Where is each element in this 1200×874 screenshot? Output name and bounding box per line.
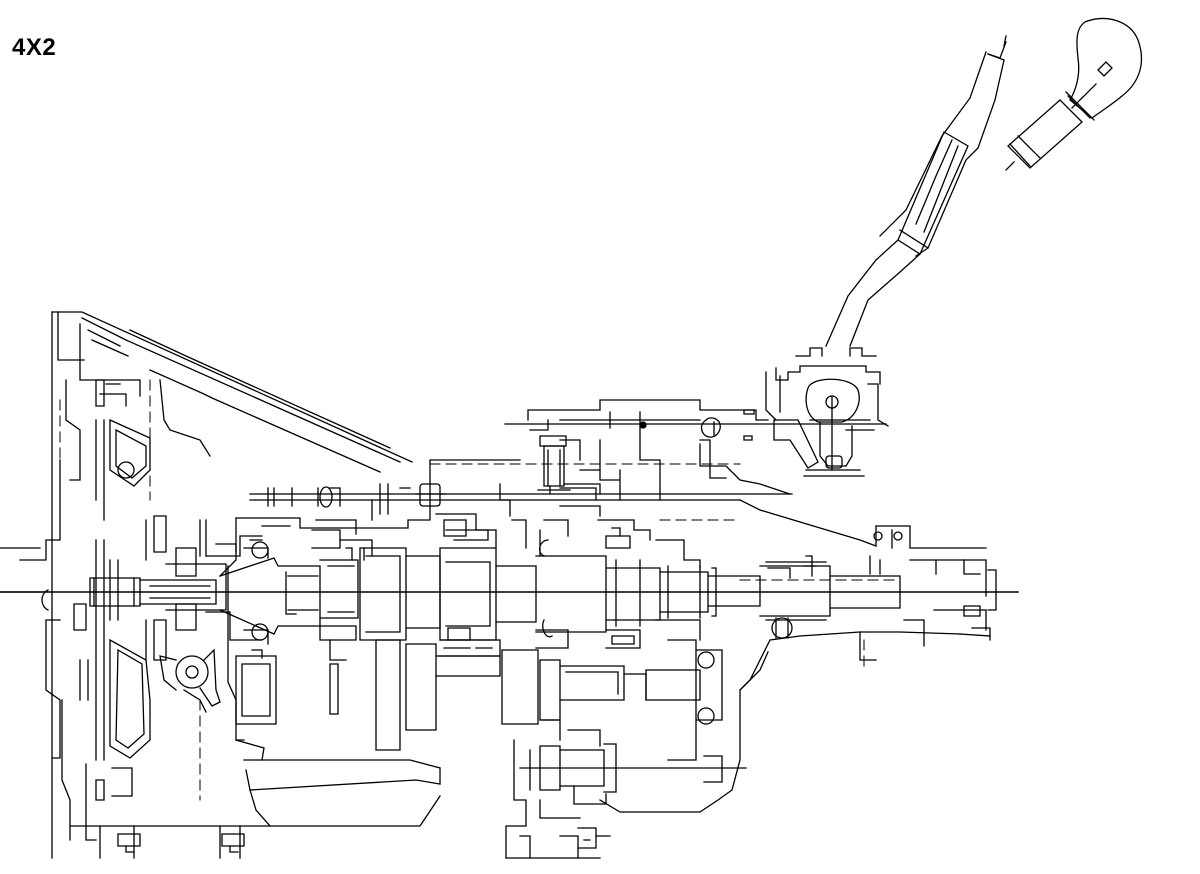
shift-knob — [1006, 19, 1141, 170]
countershaft — [236, 640, 722, 782]
misc-details — [42, 488, 924, 700]
reverse-idler — [520, 730, 746, 804]
drawing-label: 4X2 — [12, 34, 57, 61]
input-shaft — [90, 578, 216, 606]
detent-bolt — [538, 436, 570, 494]
bellhousing — [0, 312, 440, 858]
shifter-tower — [766, 348, 888, 476]
release-fork-pivot — [160, 650, 220, 712]
input-bearing-retainer — [154, 516, 262, 660]
hidden-lines — [60, 380, 900, 800]
synchronizers — [312, 514, 700, 660]
shift-lever — [826, 36, 1006, 346]
shift-rail — [250, 424, 886, 516]
shift-cover-housing — [528, 400, 790, 500]
